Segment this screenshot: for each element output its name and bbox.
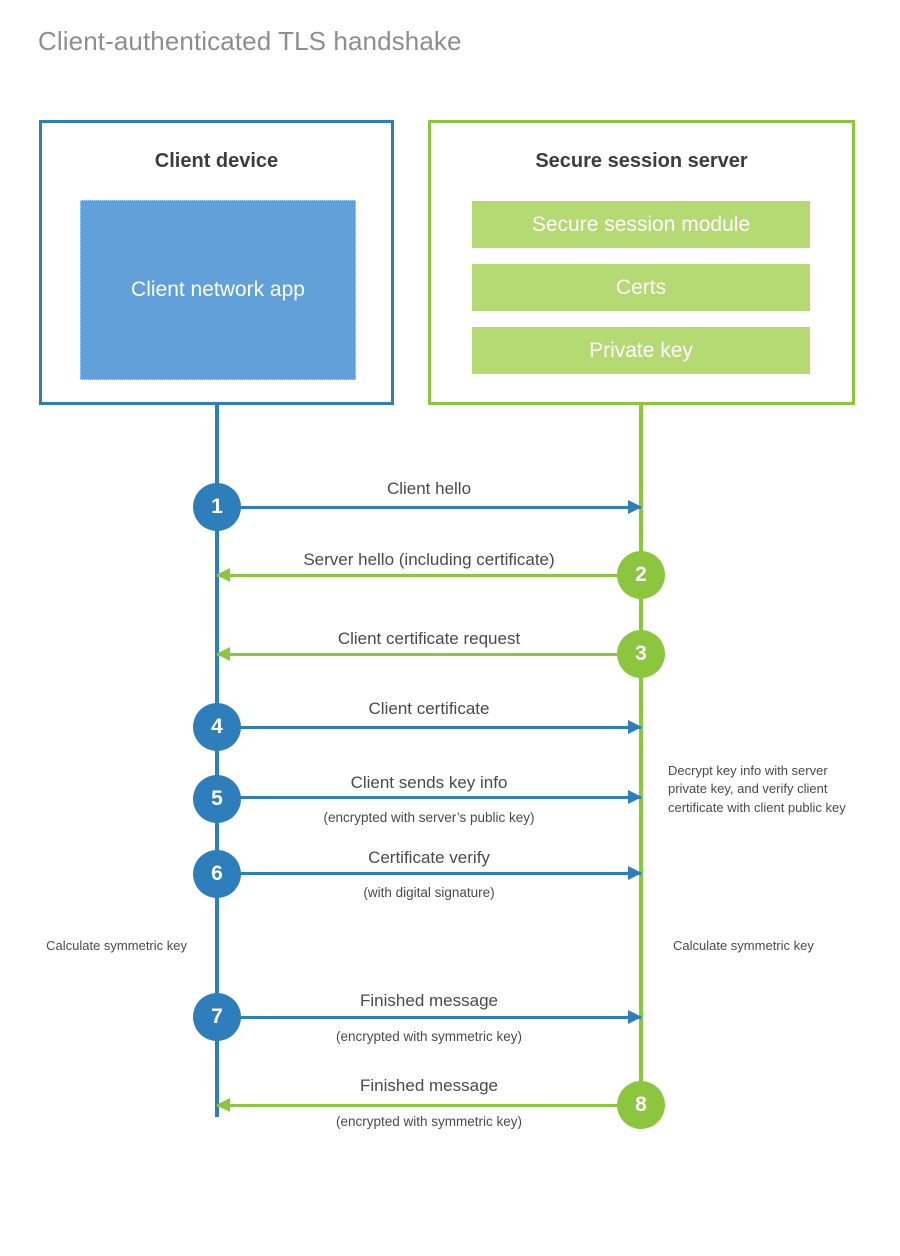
- step-5-marker: 5: [193, 775, 241, 823]
- client-network-app-block: Client network app: [80, 200, 356, 380]
- page-title: Client-authenticated TLS handshake: [38, 26, 462, 56]
- step-3-marker: 3: [617, 630, 665, 678]
- step-1-marker: 1: [193, 483, 241, 531]
- server-component-private-key: Private key: [472, 327, 810, 374]
- step-7-label: Finished message: [360, 991, 498, 1010]
- step-7-sublabel: (encrypted with symmetric key): [335, 1029, 523, 1044]
- step-3-arrow: [216, 647, 641, 661]
- secure-session-server-box: Secure session server Secure session mod…: [428, 120, 855, 405]
- server-lifeline: [639, 405, 643, 1105]
- step-6-sublabel: (with digital signature): [363, 885, 495, 900]
- step-8-arrow: [216, 1098, 641, 1112]
- server-component-certs: Certs: [472, 264, 810, 311]
- server-decrypt-note: Decrypt key info with server private key…: [668, 763, 846, 815]
- step-5-sublabel: (encrypted with server’s public key): [323, 810, 535, 825]
- step-4-arrow: [217, 720, 642, 734]
- step-4-marker: 4: [193, 703, 241, 751]
- step-4-label: Client certificate: [368, 699, 490, 718]
- step-2-label: Server hello (including certificate): [303, 550, 555, 569]
- step-2-arrow: [216, 568, 641, 582]
- step-8-sublabel: (encrypted with symmetric key): [335, 1114, 523, 1129]
- client-lifeline: [215, 405, 219, 1117]
- step-6-marker: 6: [193, 850, 241, 898]
- step-6-label: Certificate verify: [368, 848, 490, 867]
- step-7-marker: 7: [193, 993, 241, 1041]
- client-device-box: Client device Client network app: [39, 120, 394, 405]
- step-1-arrow: [217, 500, 642, 514]
- client-calculate-symmetric-key-note: Calculate symmetric key: [46, 938, 187, 953]
- client-device-title: Client device: [154, 150, 279, 172]
- step-5-arrow: [217, 790, 642, 804]
- server-component-secure-session-module: Secure session module: [472, 201, 810, 248]
- step-7-arrow: [217, 1010, 642, 1024]
- secure-session-server-title: Secure session server: [535, 150, 748, 172]
- step-6-arrow: [217, 866, 642, 880]
- step-5-label: Client sends key info: [350, 773, 508, 792]
- server-calculate-symmetric-key-note: Calculate symmetric key: [673, 938, 814, 953]
- step-1-label: Client hello: [386, 479, 472, 498]
- step-8-marker: 8: [617, 1081, 665, 1129]
- step-8-label: Finished message: [360, 1076, 498, 1095]
- step-3-label: Client certificate request: [337, 629, 521, 648]
- step-2-marker: 2: [617, 551, 665, 599]
